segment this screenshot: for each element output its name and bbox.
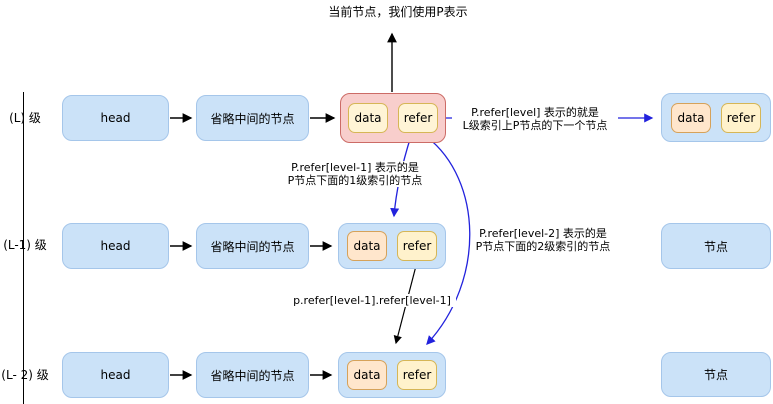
index-node-L2: data refer — [338, 352, 446, 398]
index-node-L2-refer-cell: refer — [397, 360, 437, 390]
arrow-p-refer-level-2 — [426, 136, 471, 345]
right-node-L2: 节点 — [661, 352, 771, 397]
p-data-cell: data — [348, 103, 388, 133]
next-node-L: data refer — [661, 93, 771, 142]
current-node-p: data refer — [340, 93, 446, 143]
next-node-refer-cell: refer — [721, 102, 761, 133]
index-node-L2-data-cell: data — [347, 360, 387, 390]
head-node-L: head — [62, 95, 169, 141]
index-node-L1: data refer — [338, 223, 446, 269]
head-node-L2: head — [62, 352, 169, 398]
head-node-L1: head — [62, 223, 169, 269]
next-node-data-cell: data — [671, 102, 711, 133]
p-refer-cell: refer — [398, 103, 438, 133]
index-node-L1-refer-cell: refer — [397, 231, 437, 261]
level-label-L2: (L- 2) 级 — [1, 368, 49, 382]
omitted-nodes-L: 省略中间的节点 — [196, 95, 309, 141]
omitted-nodes-L2: 省略中间的节点 — [196, 352, 309, 398]
current-node-note: 当前节点，我们使用P表示 — [328, 5, 468, 19]
level-label-L: (L) 级 — [9, 111, 41, 125]
level-label-L1: (L-1) 级 — [3, 238, 47, 252]
level-axis-line — [23, 92, 24, 404]
annotation-refer-level-1: P.refer[level-1] 表示的是 P节点下面的1级索引的节点 — [276, 161, 434, 187]
annotation-refer-level-2: P.refer[level-2] 表示的是 P节点下面的2级索引的节点 — [472, 227, 614, 253]
annotation-chain-refer: p.refer[level-1].refer[level-1] — [288, 294, 456, 307]
annotation-refer-level: P.refer[level] 表示的就是 L级索引上P节点的下一个节点 — [452, 106, 618, 132]
omitted-nodes-L1: 省略中间的节点 — [196, 223, 309, 269]
index-node-L1-data-cell: data — [347, 231, 387, 261]
right-node-L1: 节点 — [661, 223, 771, 269]
